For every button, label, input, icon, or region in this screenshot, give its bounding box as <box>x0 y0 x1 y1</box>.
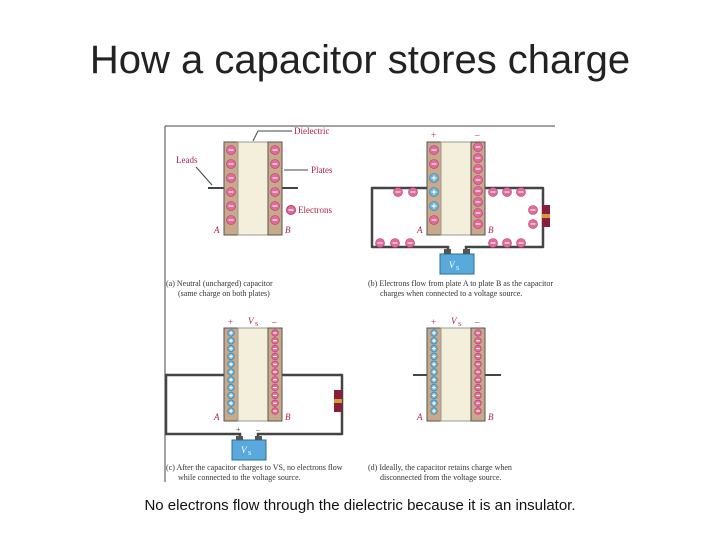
vs-c: V <box>248 316 255 326</box>
panel-c: + V S – V S + – A B (c) After the capaci… <box>164 316 344 482</box>
slide-title: How a capacitor stores charge <box>89 38 631 82</box>
vs-b: V <box>449 260 456 270</box>
circuit-wire-b2 <box>427 245 485 254</box>
dielectric-d <box>440 327 472 422</box>
dielectric-c <box>237 327 269 422</box>
caption-a-1: (a) Neutral (uncharged) capacitor <box>166 279 273 288</box>
battery-b: V S <box>439 249 475 275</box>
caption-d-1: (d) Ideally, the capacitor retains charg… <box>368 463 512 472</box>
minus-d: – <box>474 317 480 327</box>
label-plate-b-c: B <box>285 412 291 422</box>
switch-b-stripe <box>542 214 550 218</box>
minus-b: – <box>474 130 480 140</box>
label-dielectric: Dielectric <box>294 126 329 136</box>
label-plate-a-c: A <box>213 412 220 422</box>
caption-d-2: disconnected from the voltage source. <box>380 473 502 482</box>
plus-b: + <box>431 130 436 140</box>
dielectric-pointer <box>252 130 259 142</box>
label-plates: Plates <box>311 165 333 175</box>
minus-c: – <box>271 317 277 327</box>
plus-d: + <box>431 317 436 327</box>
caption-c-2: while connected to the voltage source. <box>178 473 301 482</box>
vs-d: V <box>451 316 458 326</box>
label-plate-b-b: B <box>488 225 494 235</box>
caption-a-2: (same charge on both plates) <box>178 289 270 298</box>
dielectric-b <box>440 141 472 236</box>
label-electrons: Electrons <box>298 205 332 215</box>
minus-c-battery: – <box>255 425 261 434</box>
caption-b-1: (b) Electrons flow from plate A to plate… <box>368 279 553 288</box>
label-plate-b-d: B <box>488 412 494 422</box>
label-plate-a-d: A <box>416 412 423 422</box>
battery-c: V S <box>231 436 267 461</box>
circuit-wire-c2 <box>224 432 282 440</box>
vs-c-sub: S <box>255 322 258 328</box>
vs-c-battery: V <box>241 445 248 455</box>
switch-c-stripe <box>334 399 342 403</box>
plus-c: + <box>228 317 233 327</box>
label-plate-a-a: A <box>213 225 220 235</box>
plus-c-battery: + <box>236 425 241 434</box>
caption-b-2: charges when connected to a voltage sour… <box>380 289 522 298</box>
slide-caption: No electrons flow through the dielectric… <box>144 497 576 514</box>
vs-b-sub: S <box>456 266 459 272</box>
dielectric-a <box>237 141 269 236</box>
vs-c-battery-sub: S <box>248 451 251 457</box>
panel-d: + V S – A B (d) Ideally, the capacitor r… <box>368 316 512 482</box>
panel-b: + – V S A B (b) Electrons flow from plat… <box>368 130 553 298</box>
leads-pointer <box>195 166 213 186</box>
vs-d-sub: S <box>458 322 461 328</box>
label-leads: Leads <box>176 155 198 165</box>
panel-a: Dielectric Leads Plates Electrons A B (a… <box>166 126 333 298</box>
caption-c-1: (c) After the capacitor charges to VS, n… <box>166 463 343 472</box>
label-plate-a-b: A <box>416 225 423 235</box>
label-plate-b-a: B <box>285 225 291 235</box>
